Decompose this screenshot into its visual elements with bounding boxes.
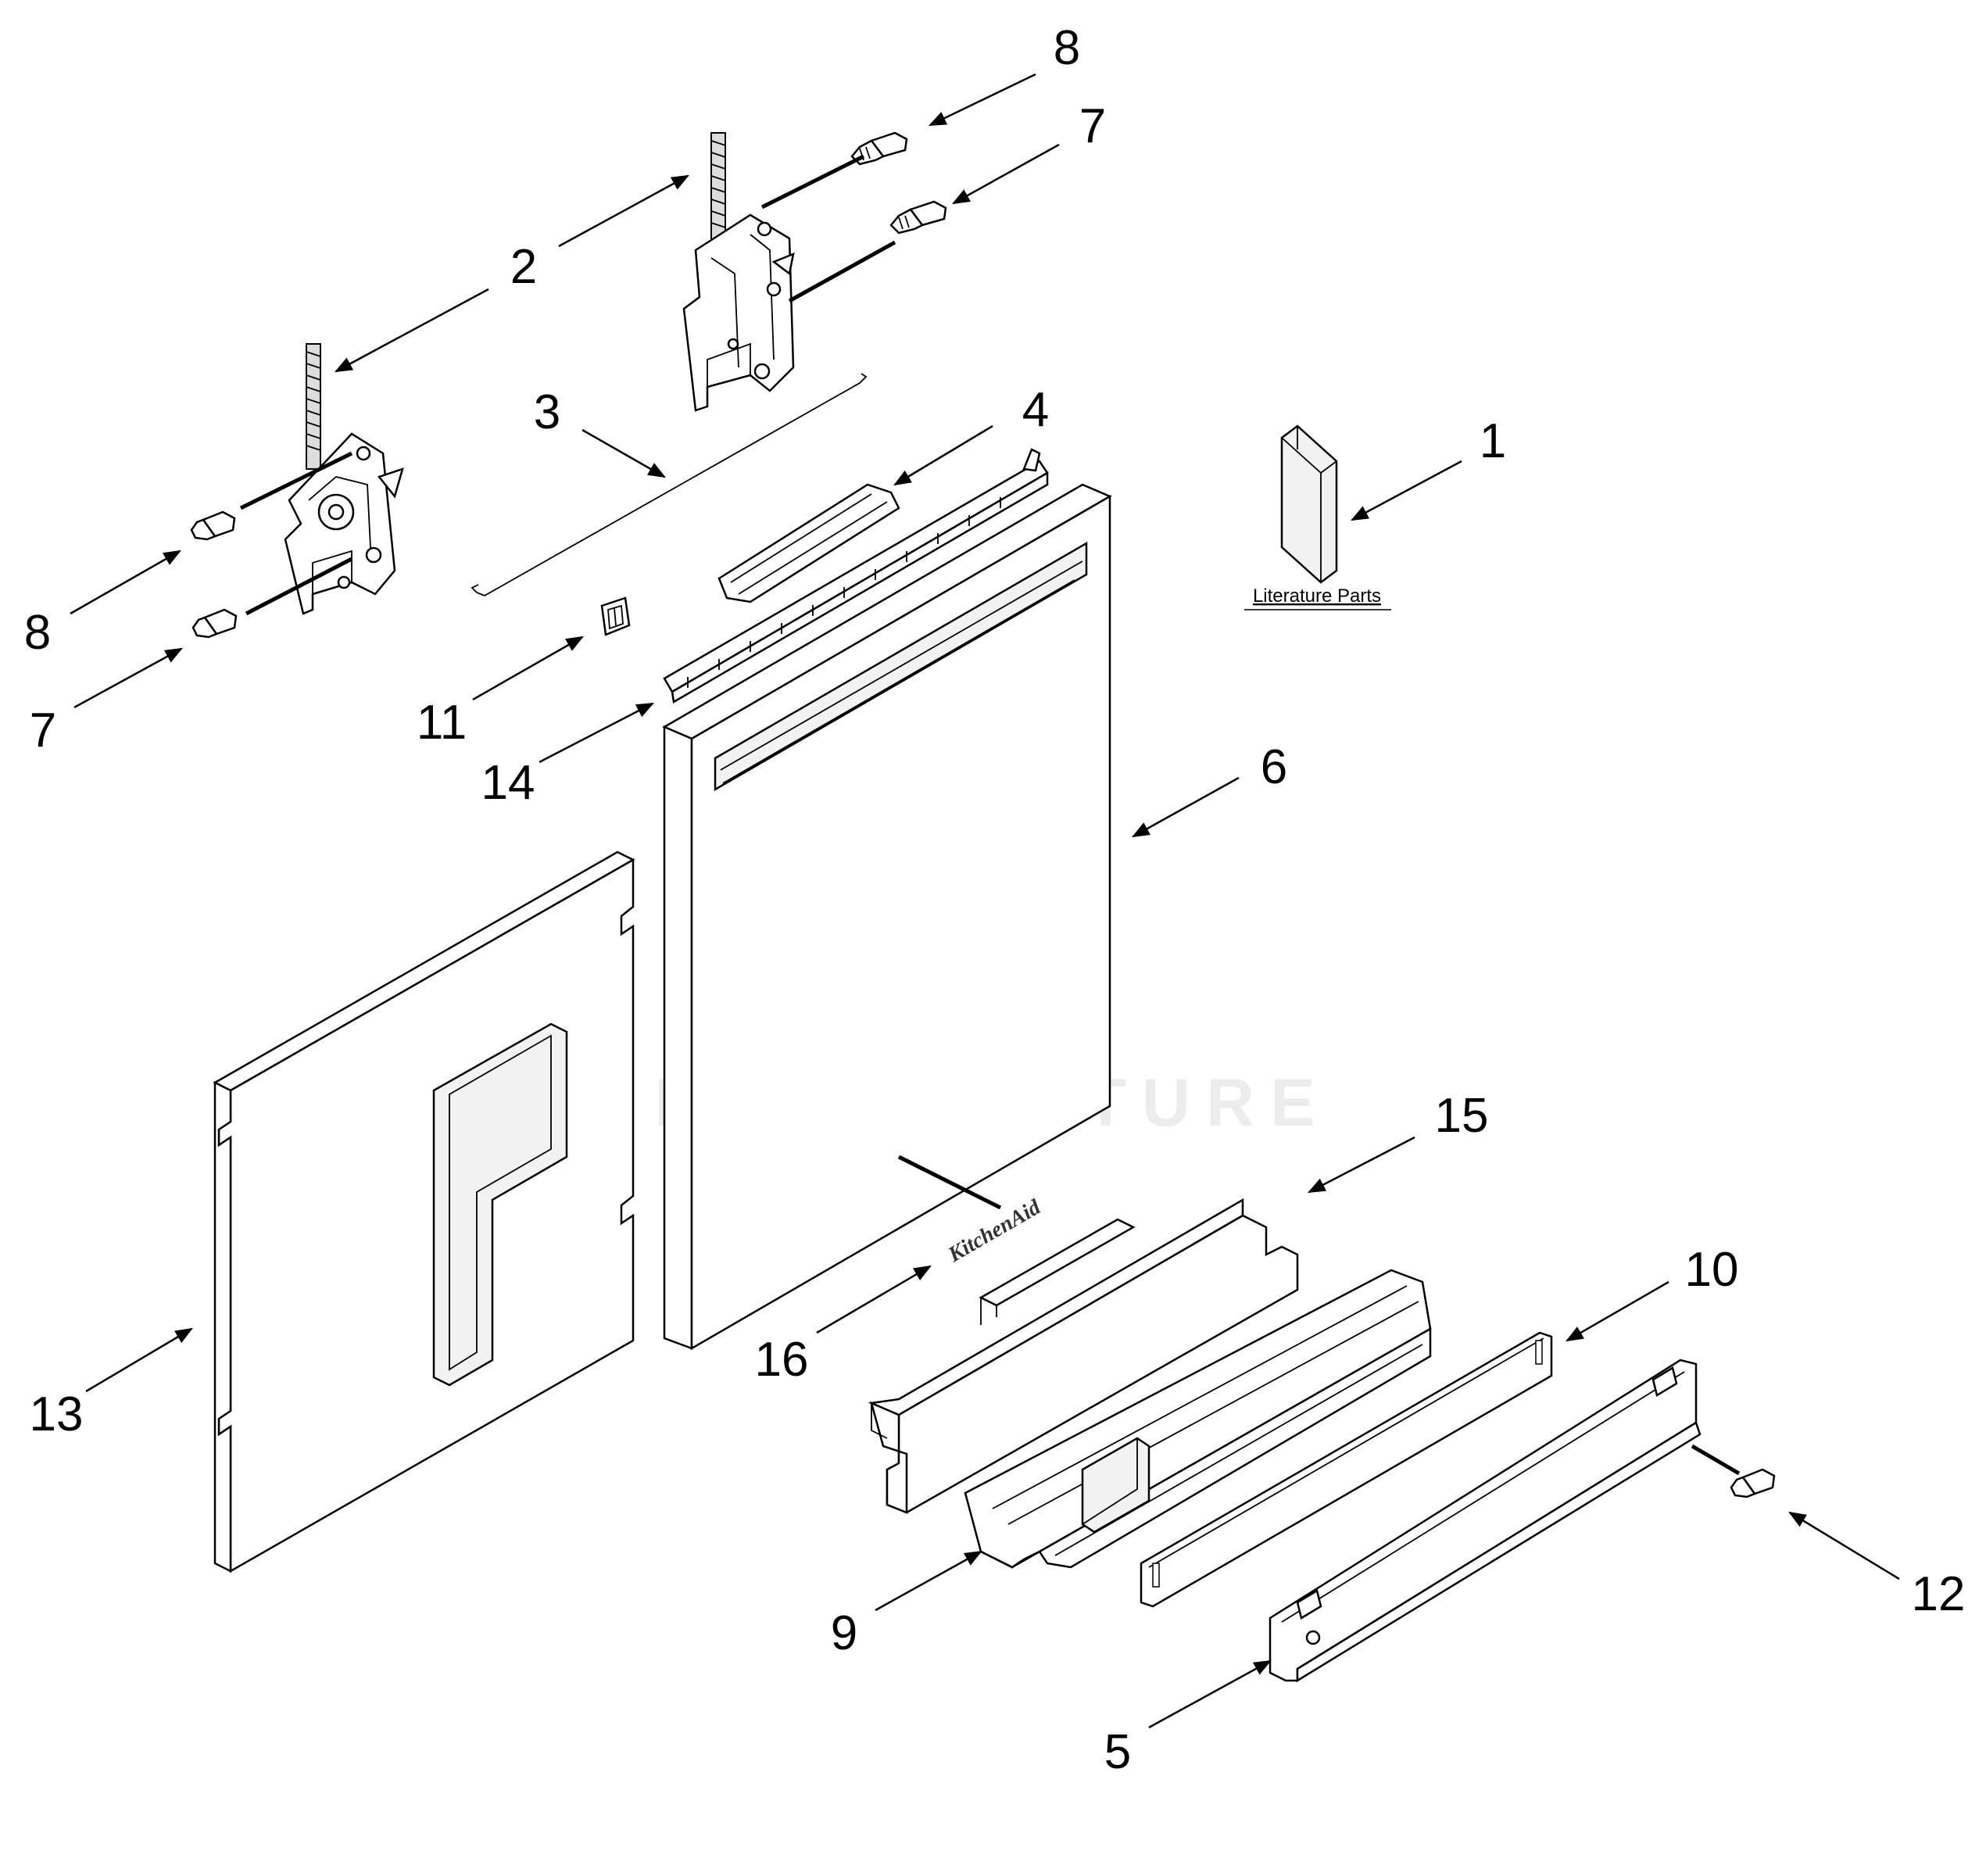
callout-5: 5	[1104, 1725, 1131, 1779]
part-screw-8-upper	[850, 131, 908, 166]
callout-10: 10	[1685, 1243, 1739, 1297]
part-clip	[600, 596, 631, 636]
callout-7-upper: 7	[1079, 99, 1106, 153]
callout-13: 13	[30, 1387, 84, 1441]
callout-2: 2	[510, 240, 537, 294]
part-literature: Literature Parts	[1244, 424, 1391, 610]
part-screw-8-lower	[190, 510, 236, 541]
callout-15: 15	[1435, 1089, 1489, 1143]
part-hinge-right	[682, 132, 795, 412]
callout-14: 14	[481, 756, 535, 810]
callout-8-lower: 8	[24, 606, 51, 660]
callout-labels: 8 7 2 3 4 1 8 7 11 14 6 13 15 16 10 9 12…	[24, 21, 1966, 1779]
callout-4: 4	[1022, 383, 1049, 437]
callout-arrows	[70, 73, 1900, 1729]
part-top-trim	[663, 448, 1049, 704]
literature-label: Literature Parts	[1253, 585, 1381, 607]
part-door-panel: KitchenAid	[662, 483, 1112, 1351]
callout-8-upper: 8	[1054, 21, 1080, 75]
callout-3: 3	[534, 385, 560, 439]
part-handle	[717, 483, 900, 603]
part-hinge-left	[284, 343, 404, 615]
part-screw-7-lower	[191, 608, 238, 639]
callout-11: 11	[417, 696, 467, 750]
part-vent-assembly	[964, 1269, 1432, 1569]
part-screw-7-upper	[889, 200, 947, 234]
callout-9: 9	[831, 1606, 857, 1660]
callout-1: 1	[1480, 414, 1506, 468]
part-strip	[1140, 1331, 1553, 1608]
part-insulation	[213, 850, 635, 1573]
callout-7-lower: 7	[30, 704, 56, 757]
part-foam-block	[868, 1198, 1299, 1514]
callout-16: 16	[755, 1333, 809, 1387]
callout-12: 12	[1912, 1567, 1966, 1621]
callout-6: 6	[1261, 740, 1287, 794]
part-rod	[471, 373, 868, 596]
part-screw-12	[1730, 1468, 1776, 1498]
part-kickplate	[1269, 1359, 1702, 1683]
